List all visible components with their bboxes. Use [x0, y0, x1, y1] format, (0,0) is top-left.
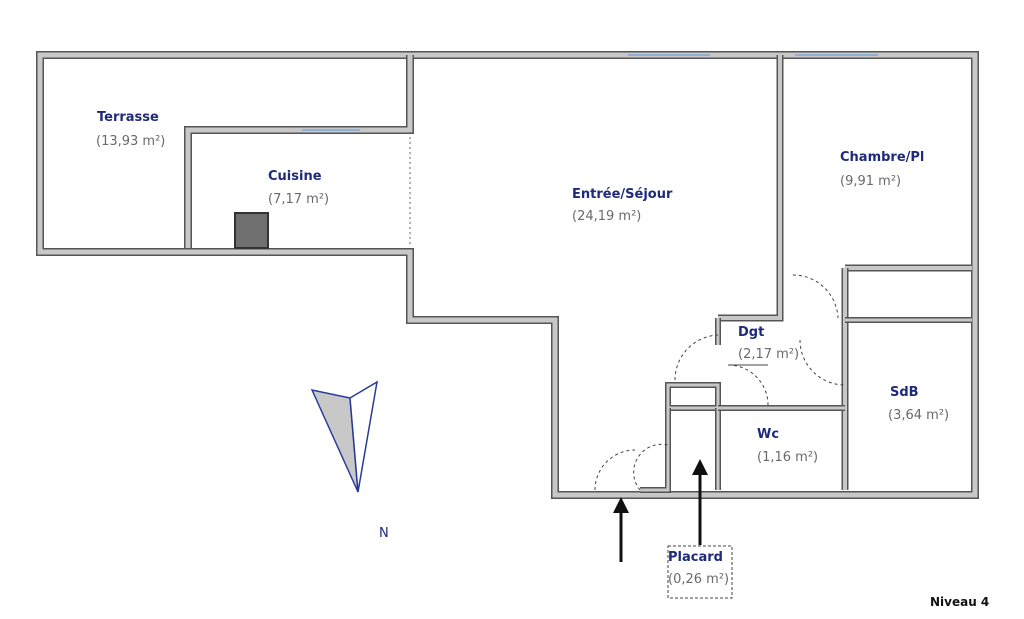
room-name-cuisine: Cuisine	[268, 169, 322, 184]
room-name-terrasse: Terrasse	[97, 110, 159, 125]
room-name-sdb: SdB	[890, 385, 919, 400]
walls	[36, 51, 979, 499]
room-name-sejour: Entrée/Séjour	[572, 187, 673, 202]
ventilation-duct	[234, 212, 269, 249]
room-area-chambre: (9,91 m²)	[840, 174, 901, 189]
placard-box	[667, 545, 733, 599]
room-name-placard: Placard	[668, 550, 723, 565]
room-name-chambre: Chambre/Pl	[840, 150, 924, 165]
room-area-wc: (1,16 m²)	[757, 450, 818, 465]
room-area-terrasse: (13,93 m²)	[96, 134, 165, 149]
doors	[594, 274, 846, 491]
room-area-placard: (0,26 m²)	[668, 572, 729, 587]
compass-label: N	[379, 526, 389, 541]
level-label: Niveau 4	[930, 595, 989, 609]
room-name-wc: Wc	[757, 427, 779, 442]
room-area-sdb: (3,64 m²)	[888, 408, 949, 423]
room-area-sejour: (24,19 m²)	[572, 209, 641, 224]
room-area-dgt: (2,17 m²)	[738, 347, 799, 362]
windows	[302, 54, 878, 131]
room-name-dgt: Dgt	[738, 325, 764, 340]
north-compass-icon	[310, 380, 379, 493]
room-area-cuisine: (7,17 m²)	[268, 192, 329, 207]
arrows	[613, 459, 708, 562]
